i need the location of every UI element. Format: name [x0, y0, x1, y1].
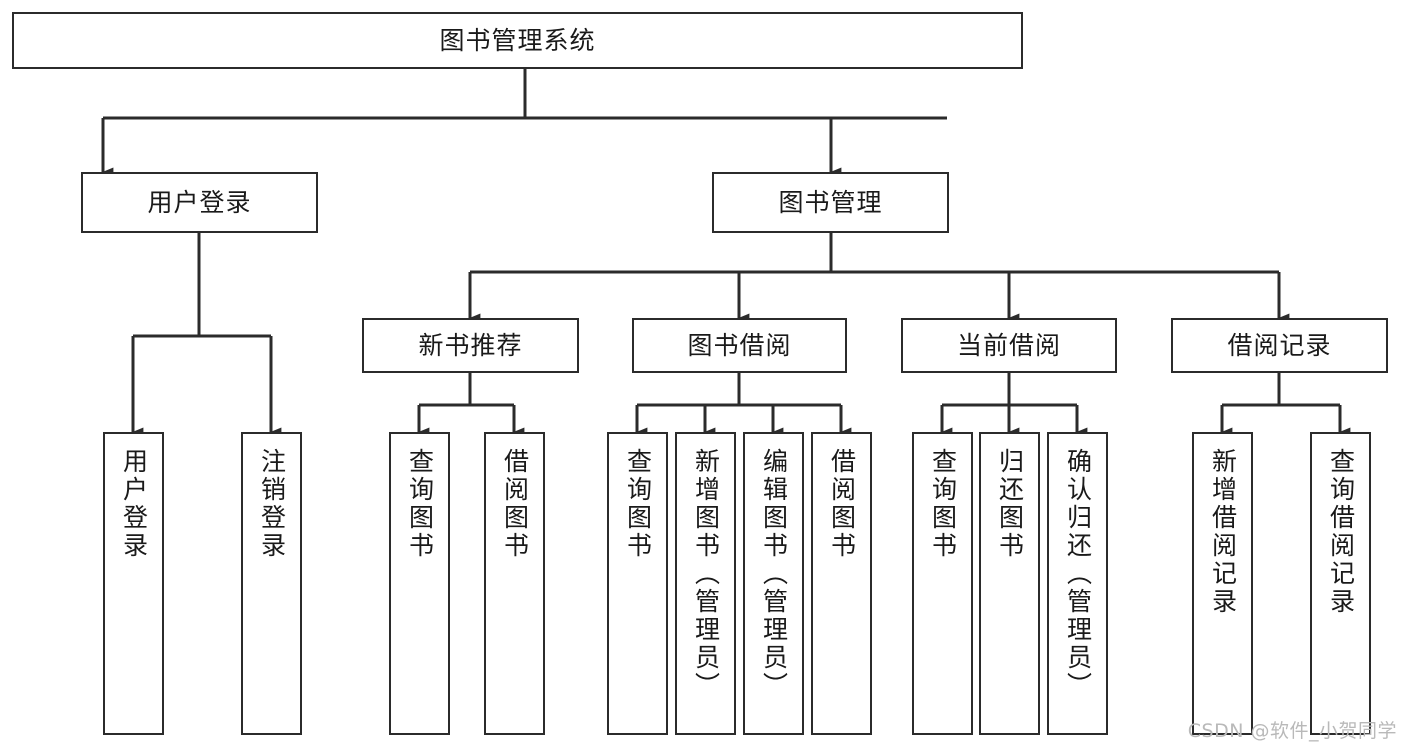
node-borrow-record-label: 借阅记录 [1227, 330, 1332, 360]
node-book-borrow[interactable]: 图书借阅 [632, 318, 847, 373]
node-leaf-user-login-label: 用户登录 [119, 448, 149, 560]
node-leaf-confirm-return[interactable]: 确认归还（管理员） [1047, 432, 1108, 735]
node-leaf-add-record[interactable]: 新增借阅记录 [1192, 432, 1253, 735]
node-leaf-edit-book[interactable]: 编辑图书（管理员） [743, 432, 804, 735]
node-current-borrow[interactable]: 当前借阅 [901, 318, 1117, 373]
node-book-manage[interactable]: 图书管理 [712, 172, 949, 233]
node-leaf-query-book-3[interactable]: 查询图书 [912, 432, 973, 735]
node-root[interactable]: 图书管理系统 [12, 12, 1023, 69]
node-leaf-logout-login-label: 注销登录 [257, 448, 287, 560]
node-leaf-add-book-label: 新增图书（管理员） [691, 448, 721, 700]
node-borrow-record[interactable]: 借阅记录 [1171, 318, 1388, 373]
node-user-login[interactable]: 用户登录 [81, 172, 318, 233]
node-leaf-confirm-return-label: 确认归还（管理员） [1063, 448, 1093, 700]
node-root-label: 图书管理系统 [439, 25, 596, 55]
node-leaf-query-record[interactable]: 查询借阅记录 [1310, 432, 1371, 735]
node-new-book-rec[interactable]: 新书推荐 [362, 318, 579, 373]
node-leaf-query-book-3-label: 查询图书 [928, 448, 958, 560]
node-new-book-rec-label: 新书推荐 [418, 330, 523, 360]
node-leaf-borrow-book-1[interactable]: 借阅图书 [484, 432, 545, 735]
node-leaf-query-book-1-label: 查询图书 [405, 448, 435, 560]
node-leaf-edit-book-label: 编辑图书（管理员） [759, 448, 789, 700]
node-leaf-query-book-2[interactable]: 查询图书 [607, 432, 668, 735]
node-leaf-logout-login[interactable]: 注销登录 [241, 432, 302, 735]
node-book-borrow-label: 图书借阅 [687, 330, 792, 360]
node-leaf-add-record-label: 新增借阅记录 [1208, 448, 1238, 616]
node-user-login-label: 用户登录 [147, 187, 252, 217]
node-current-borrow-label: 当前借阅 [956, 330, 1061, 360]
node-leaf-add-book[interactable]: 新增图书（管理员） [675, 432, 736, 735]
node-leaf-query-book-1[interactable]: 查询图书 [389, 432, 450, 735]
node-leaf-return-book-label: 归还图书 [995, 448, 1025, 560]
csdn-watermark: CSDN @软件_小贺同学 [1187, 720, 1397, 742]
node-leaf-borrow-book-2-label: 借阅图书 [827, 448, 857, 560]
node-leaf-query-book-2-label: 查询图书 [623, 448, 653, 560]
node-leaf-query-record-label: 查询借阅记录 [1326, 448, 1356, 616]
node-leaf-return-book[interactable]: 归还图书 [979, 432, 1040, 735]
node-book-manage-label: 图书管理 [778, 187, 883, 217]
node-leaf-borrow-book-2[interactable]: 借阅图书 [811, 432, 872, 735]
node-leaf-borrow-book-1-label: 借阅图书 [500, 448, 530, 560]
node-leaf-user-login[interactable]: 用户登录 [103, 432, 164, 735]
